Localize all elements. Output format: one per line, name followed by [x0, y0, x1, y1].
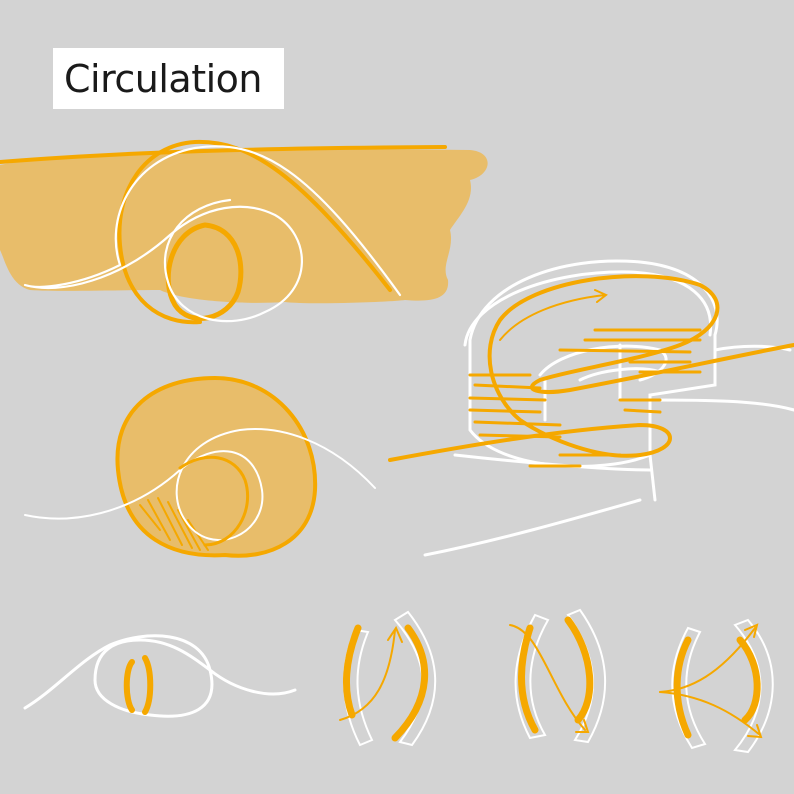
circle-fill — [115, 375, 318, 558]
hatch-lines — [139, 497, 209, 551]
stair-tower-perspective — [388, 259, 794, 557]
arc-pair-1 — [339, 610, 437, 747]
tower-white-lines — [423, 259, 794, 557]
band-fill — [0, 149, 488, 304]
page-title: Circulation — [64, 56, 263, 101]
spiral-white-2 — [24, 428, 376, 541]
loop-orange — [123, 655, 154, 715]
arrow-orange-3 — [499, 289, 608, 341]
title-box: Circulation — [53, 48, 284, 109]
band-top-stroke — [0, 145, 447, 164]
spiral-white — [23, 145, 402, 323]
outer-ring-orange — [117, 139, 392, 325]
spiral-over-band — [0, 139, 488, 325]
loop-white — [23, 634, 297, 718]
loop-diagram — [23, 634, 297, 718]
arc-pair-3 — [659, 618, 774, 754]
spiral-in-circle — [24, 375, 376, 558]
spiral-orange-3 — [388, 274, 794, 462]
spiral-orange-2 — [178, 455, 250, 547]
arc-pair-2 — [509, 608, 607, 744]
stair-hatch — [468, 328, 702, 468]
